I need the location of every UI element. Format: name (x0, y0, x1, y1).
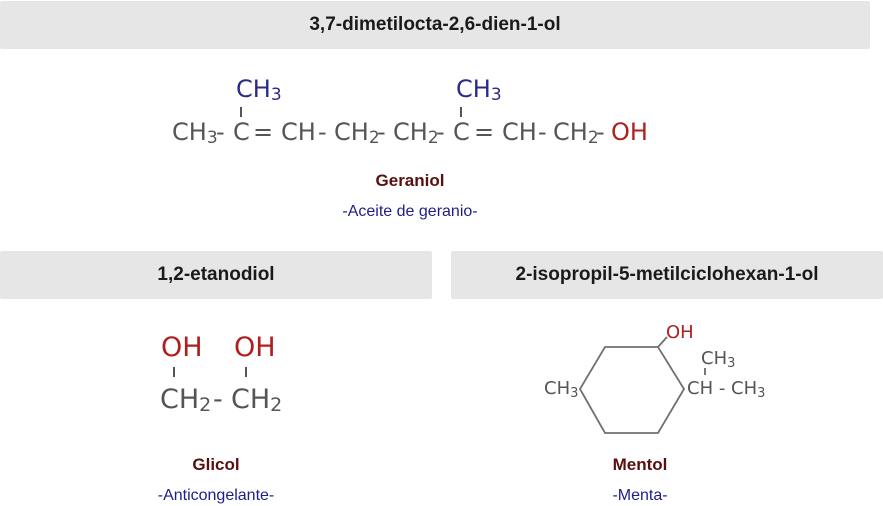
geraniol-main-chain: CH3 - C = CH - CH2 - CH2 - C = CH - CH2 … (172, 118, 606, 149)
mentol-use: -Menta- (612, 487, 668, 504)
mentol-structure: OH CH3 CH3 CH - CH3 (544, 322, 765, 434)
geraniol-structure: CH3 CH3 CH3 - C = CH - CH2 - CH2 - C = C… (172, 75, 648, 149)
geraniol-hydroxyl: OH (611, 118, 648, 146)
mentol-methyl-left: CH3 (544, 378, 578, 401)
glicol-hydroxyl-2: OH (234, 332, 276, 363)
mentol-isopropyl: CH - CH3 (687, 378, 765, 401)
glicol-use: -Anticongelante- (157, 487, 275, 504)
mentol-methyl-top: CH3 (701, 348, 735, 371)
mentol-oh-bond (657, 336, 668, 348)
mentol-iupac-header: 2-isopropil-5-metilciclohexan-1-ol (451, 251, 883, 299)
glicol-chain: CH2 - CH2 (160, 384, 282, 418)
geraniol-common-name: Geraniol (375, 171, 445, 190)
glicol-iupac-header: 1,2-etanodiol (0, 251, 432, 299)
geraniol-iupac-header: 3,7-dimetilocta-2,6-dien-1-ol (0, 1, 870, 49)
geraniol-use: -Aceite de geranio- (342, 203, 478, 220)
glicol-common-name: Glicol (192, 455, 240, 474)
mentol-iupac-name: 2-isopropil-5-metilciclohexan-1-ol (515, 264, 819, 285)
mentol-hydroxyl: OH (666, 322, 694, 343)
mentol-common-name: Mentol (612, 455, 668, 474)
glicol-structure: OH OH CH2 - CH2 (160, 332, 282, 418)
geraniol-branch-2: CH3 (456, 75, 502, 105)
glicol-hydroxyl-1: OH (161, 332, 203, 363)
mentol-ring (578, 346, 686, 434)
geraniol-iupac-name: 3,7-dimetilocta-2,6-dien-1-ol (309, 14, 561, 35)
glicol-iupac-name: 1,2-etanodiol (157, 264, 275, 285)
geraniol-branch-1: CH3 (236, 75, 282, 105)
